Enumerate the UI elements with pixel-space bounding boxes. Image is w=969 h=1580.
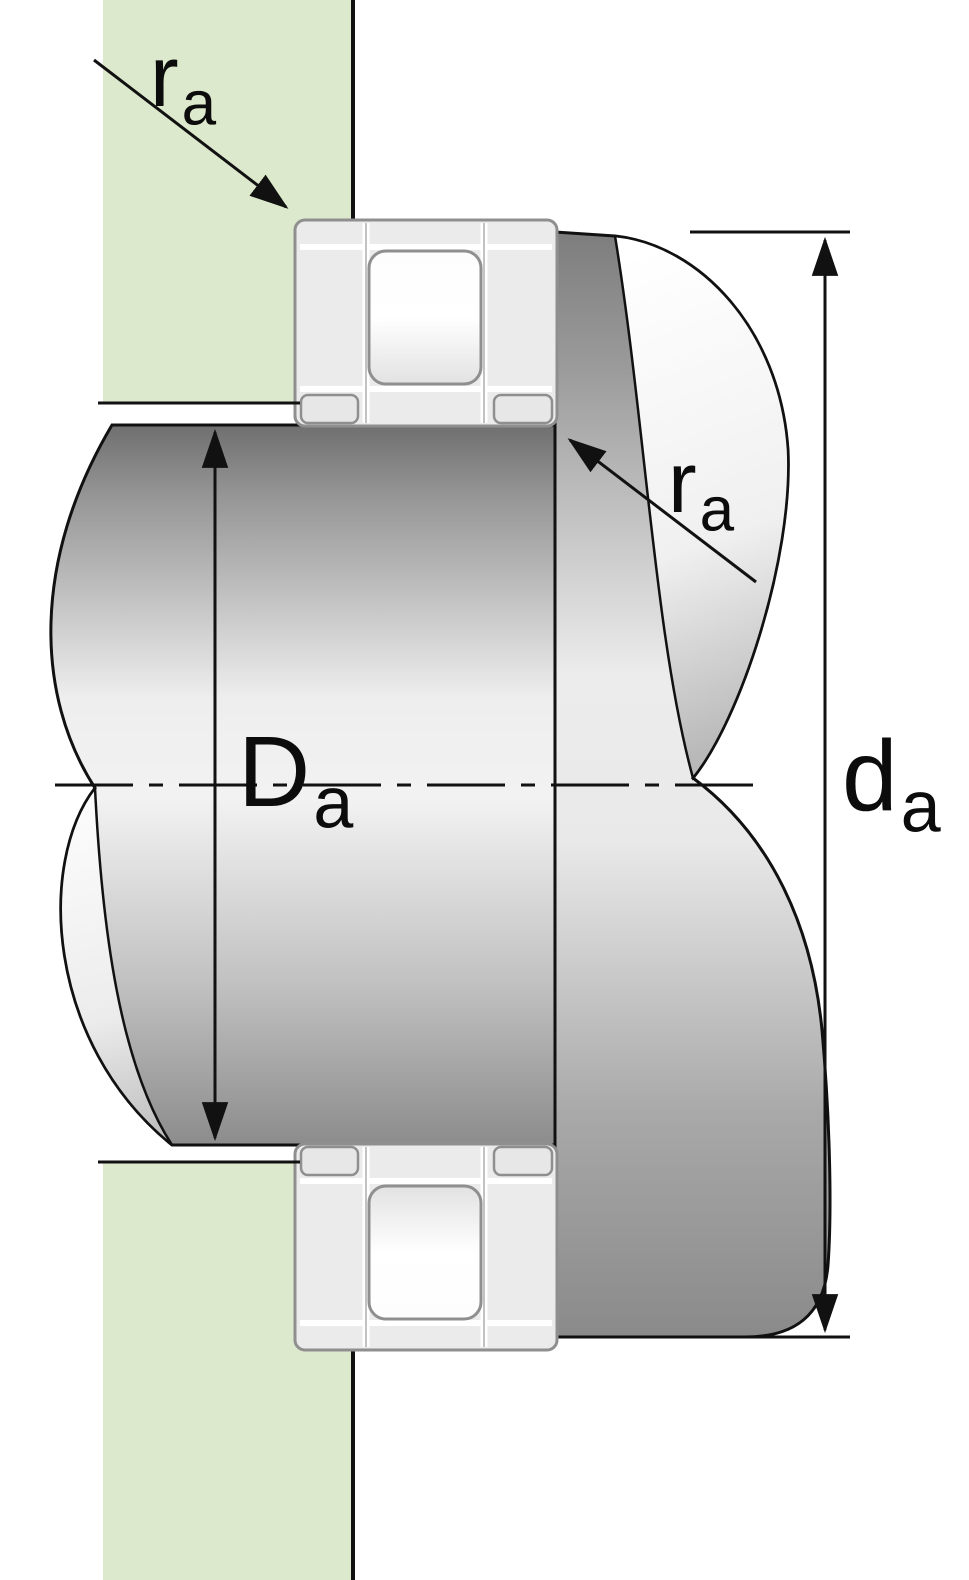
extension-lines [98,230,850,1339]
label-Da-main: D [238,716,311,828]
label-ra-mid-sub: a [699,475,735,545]
label-da-main: d [842,720,898,832]
label-Da-sub: a [313,763,354,844]
shaft-small-section [49,423,557,1147]
label-ra-top-main: r [150,29,179,125]
label-da-sub: a [900,767,941,848]
leader-ra-top [93,58,289,209]
label-ra-mid: ra [668,440,734,541]
shaft-break-highlight-left [59,784,174,1146]
bearing-bottom-section [295,1144,557,1350]
label-da: da [842,726,941,844]
leader-ra-mid [567,438,757,584]
label-Da: Da [238,722,353,840]
bearing-roller [367,249,483,386]
shaft-break-highlight-right [613,234,790,781]
bearing-inner-ring-left [299,393,360,425]
label-ra-top: ra [150,34,216,135]
label-ra-top-sub: a [181,69,217,139]
label-ra-mid-main: r [668,435,697,531]
bearing-inner-ring-right [492,393,554,425]
bearing-top-section [293,218,559,428]
